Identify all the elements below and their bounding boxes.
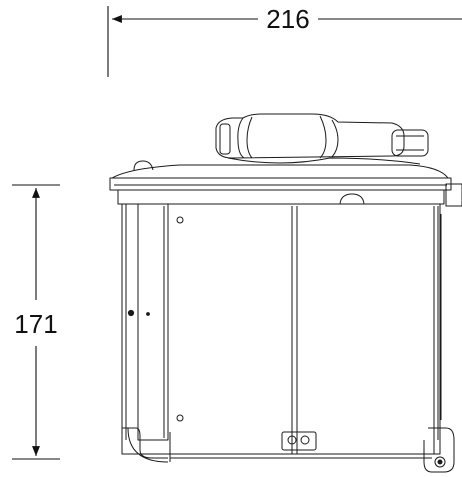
width-dimension bbox=[107, 6, 462, 77]
width-dimension-label: 216 bbox=[266, 4, 309, 34]
height-dimension-label: 171 bbox=[14, 309, 57, 339]
left-handle bbox=[133, 160, 154, 171]
machine-outline bbox=[109, 113, 462, 473]
main-cabinet bbox=[121, 203, 442, 455]
top-blower-assembly bbox=[215, 113, 429, 165]
height-dimension bbox=[12, 184, 60, 460]
bottom-piping bbox=[122, 427, 455, 473]
top-lid bbox=[109, 164, 462, 207]
